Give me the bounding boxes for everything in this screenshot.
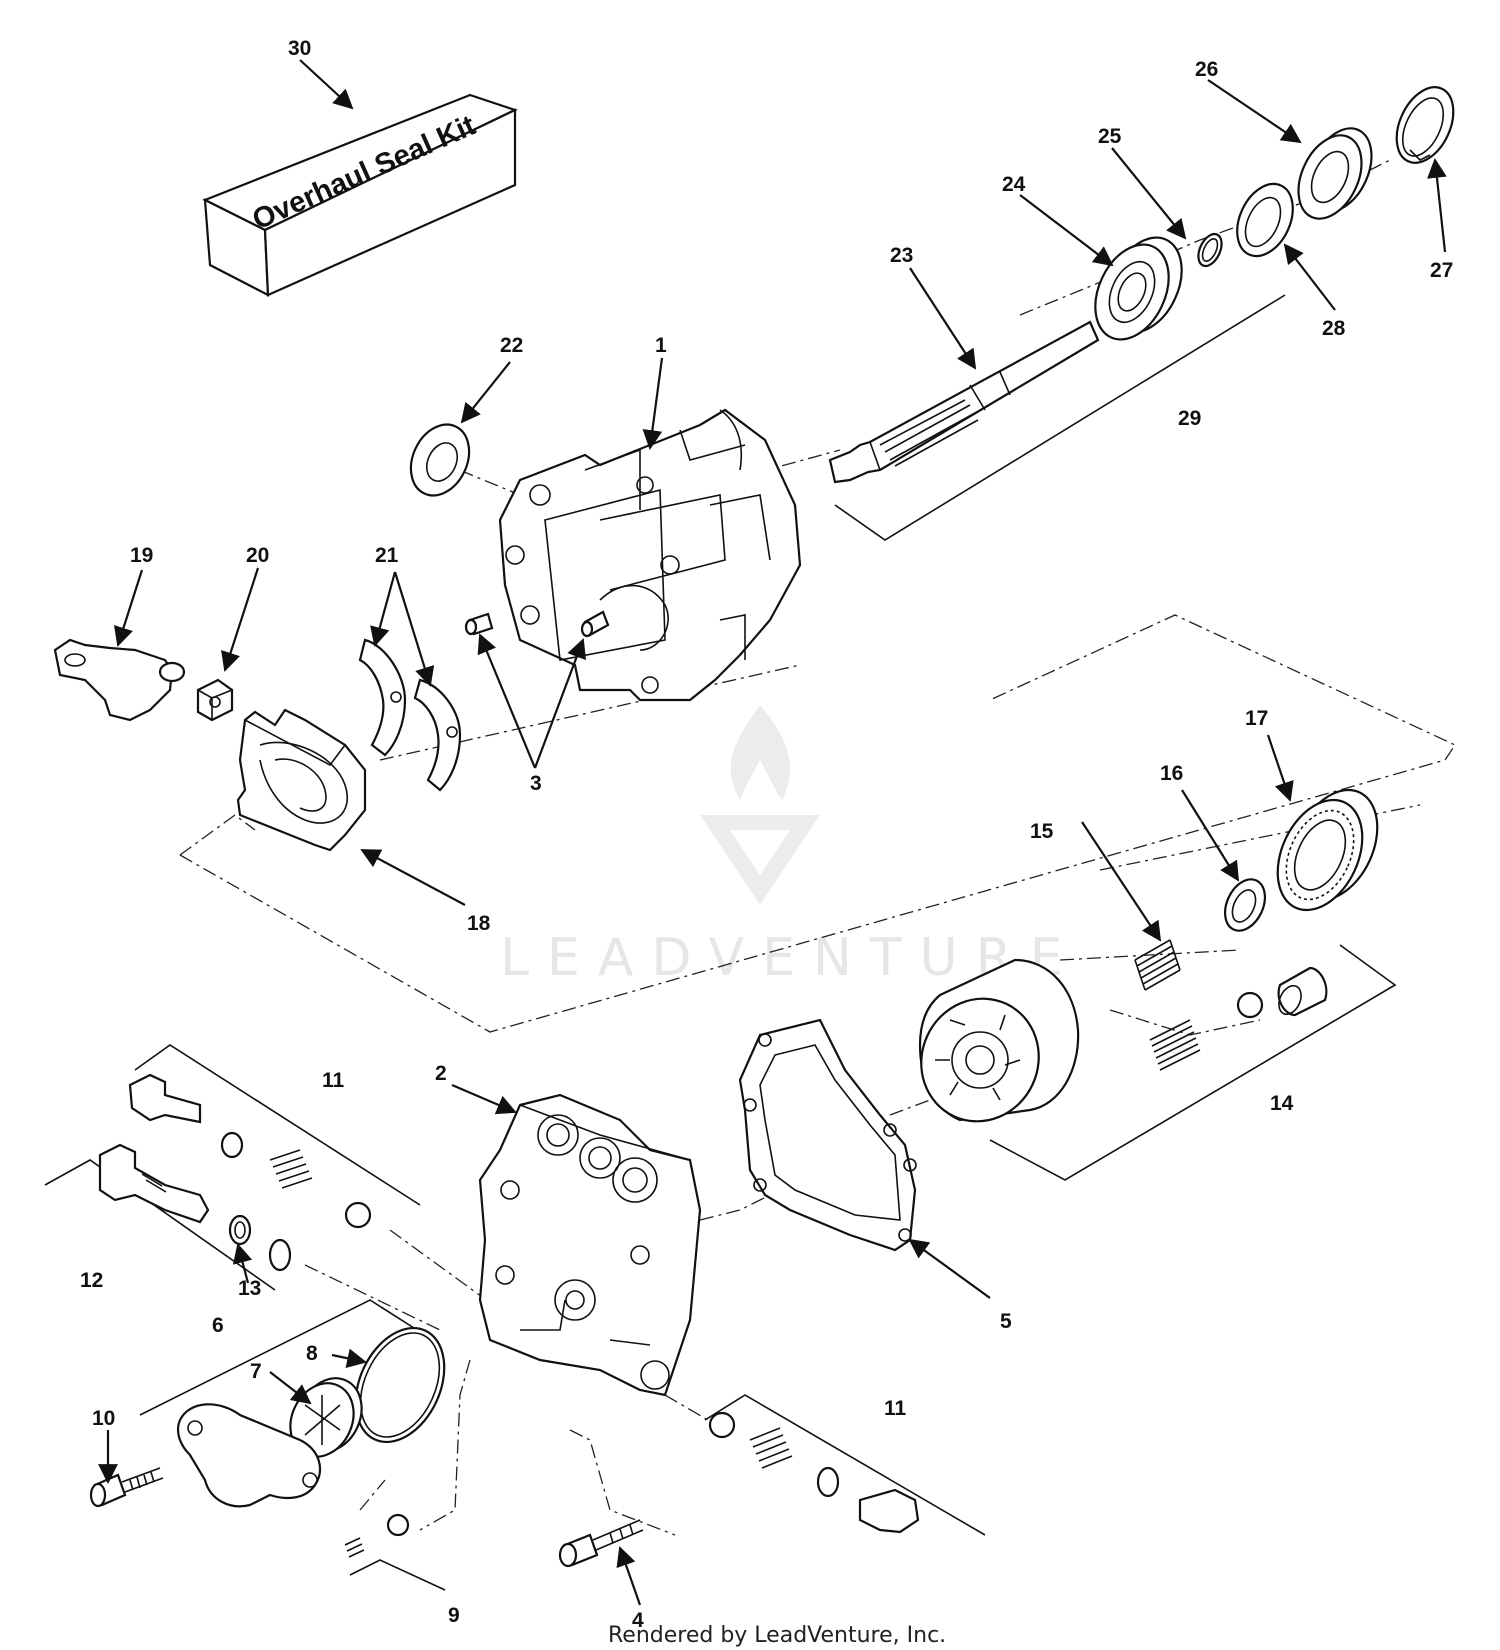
relief-valve-lower <box>708 1411 920 1534</box>
retaining-ring-25 <box>1197 232 1223 268</box>
callout-16: 16 <box>1160 762 1183 785</box>
credit-line: Rendered by LeadVenture, Inc. <box>608 1623 946 1648</box>
callout-11-upper: 11 <box>322 1069 345 1092</box>
callout-8: 8 <box>306 1342 318 1365</box>
callout-25: 25 <box>1098 125 1122 148</box>
washer-13 <box>228 1214 292 1272</box>
callout-4: 4 <box>632 1609 644 1632</box>
washer-16 <box>1223 878 1267 932</box>
callout-11-lower: 11 <box>884 1397 907 1420</box>
charge-pump-cover <box>176 1403 322 1508</box>
callout-14: 14 <box>1270 1092 1294 1115</box>
bearing-17 <box>1276 788 1379 912</box>
callout-20: 20 <box>246 544 269 567</box>
gasket <box>738 1018 917 1252</box>
relief-valve-upper <box>128 1073 372 1229</box>
o-ring-8 <box>354 1326 446 1444</box>
valve-assembly-12 <box>98 1143 210 1224</box>
thrust-bearings <box>358 638 462 792</box>
callout-29: 29 <box>1178 407 1201 430</box>
callout-22: 22 <box>500 334 523 357</box>
callout-26: 26 <box>1195 58 1218 81</box>
callout-15: 15 <box>1030 820 1054 843</box>
callout-3: 3 <box>530 772 542 795</box>
seal-kit-box: Overhaul Seal Kit <box>202 93 518 297</box>
callout-28: 28 <box>1322 317 1346 340</box>
alignment-lines <box>179 159 1456 1536</box>
callout-1: 1 <box>655 334 667 357</box>
bracket-lines <box>44 294 1397 1591</box>
spring-15 <box>1134 939 1181 991</box>
callout-6: 6 <box>212 1314 224 1337</box>
callout-17: 17 <box>1245 707 1268 730</box>
callout-30: 30 <box>288 37 311 60</box>
callout-7: 7 <box>250 1360 262 1383</box>
bolt-10 <box>89 1467 164 1508</box>
watermark-text: LEADVENTURE <box>500 928 1081 988</box>
callout-27: 27 <box>1430 259 1453 282</box>
leader-arrows <box>98 59 1447 1606</box>
callout-labels: 30 26 25 24 27 28 23 29 22 1 19 20 21 3 … <box>80 37 1453 1632</box>
callout-21: 21 <box>375 544 399 567</box>
control-shaft <box>53 638 186 722</box>
callout-2: 2 <box>435 1062 447 1085</box>
washer-28 <box>1236 182 1294 258</box>
check-valve-14 <box>1149 966 1328 1071</box>
callout-10: 10 <box>92 1407 115 1430</box>
callout-24: 24 <box>1002 173 1026 196</box>
callout-5: 5 <box>1000 1310 1012 1333</box>
seal-26 <box>1297 127 1373 220</box>
callout-12: 12 <box>80 1269 103 1292</box>
flame-v-logo-icon <box>700 705 820 905</box>
callout-13: 13 <box>238 1277 261 1300</box>
bolt-4 <box>558 1519 644 1568</box>
watermark: LEADVENTURE <box>500 705 1081 988</box>
pump-housing <box>498 408 802 702</box>
snap-ring-27 <box>1395 86 1455 164</box>
spring-ball-9 <box>344 1513 410 1558</box>
input-shaft <box>828 320 1100 484</box>
callout-23: 23 <box>890 244 913 267</box>
callout-19: 19 <box>130 544 153 567</box>
center-section <box>478 1093 702 1397</box>
callout-18: 18 <box>467 912 491 935</box>
dowel-pins <box>464 610 610 638</box>
cylinder-block <box>918 958 1080 1123</box>
ball-bearing-24 <box>1094 236 1183 341</box>
callout-9: 9 <box>448 1604 460 1627</box>
slider-block <box>196 678 234 722</box>
swashplate <box>236 708 367 852</box>
seal-22 <box>409 423 471 497</box>
